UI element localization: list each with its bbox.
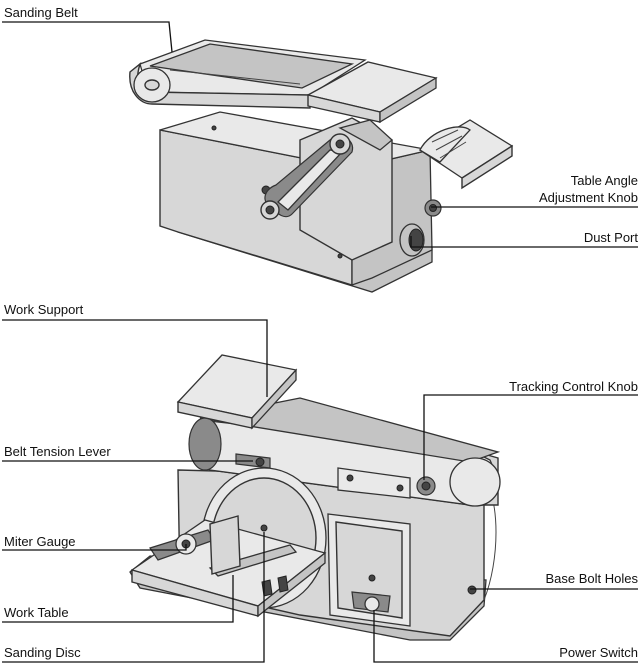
label-dust-port: Dust Port (583, 230, 638, 245)
label-base-bolt-holes: Base Bolt Holes (545, 571, 639, 586)
label-table-angle-line1: Table Angle (570, 173, 638, 188)
rear-view-sander (129, 39, 514, 293)
front-view-sander (129, 354, 501, 641)
label-miter-gauge: Miter Gauge (4, 534, 76, 549)
label-tracking-control-knob: Tracking Control Knob (509, 379, 638, 394)
leader-lines (2, 21, 638, 663)
label-table-angle-line2: Adjustment Knob (538, 190, 638, 205)
label-work-support: Work Support (4, 302, 84, 317)
label-work-table: Work Table (4, 605, 69, 620)
label-power-switch: Power Switch (559, 645, 638, 660)
label-sanding-belt: Sanding Belt (4, 5, 78, 20)
label-belt-tension-lever: Belt Tension Lever (4, 444, 111, 459)
label-sanding-disc: Sanding Disc (4, 645, 81, 660)
